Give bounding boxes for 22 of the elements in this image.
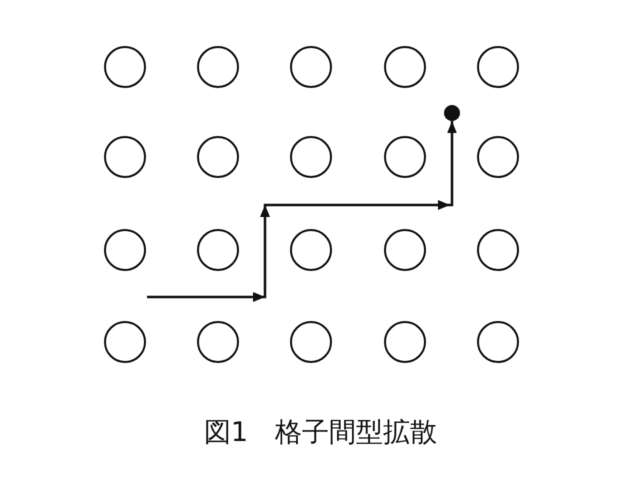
lattice-atom-circle (290, 229, 332, 271)
lattice-atom-circle (197, 46, 239, 88)
interstitial-atom-dot (444, 105, 460, 121)
lattice-atom-circle (197, 229, 239, 271)
lattice-atom-circle (384, 136, 426, 178)
lattice-atom-circle (290, 46, 332, 88)
figure-caption: 図1 格子間型拡散 (204, 417, 438, 448)
lattice-atom-circle (477, 229, 519, 271)
lattice-atom-circle (197, 136, 239, 178)
lattice-atom-circle (104, 321, 146, 363)
lattice-atom-circle (384, 321, 426, 363)
lattice-atom-circle (477, 46, 519, 88)
lattice-atom-circle (384, 46, 426, 88)
lattice-atom-circle (290, 136, 332, 178)
lattice-atom-circle (104, 46, 146, 88)
lattice-atom-circle (384, 229, 426, 271)
lattice-atom-circle (290, 321, 332, 363)
lattice-atom-circle (477, 321, 519, 363)
lattice-atom-circle (477, 136, 519, 178)
lattice-atom-circle (104, 136, 146, 178)
lattice-atom-circle (104, 229, 146, 271)
lattice-atom-circle (197, 321, 239, 363)
